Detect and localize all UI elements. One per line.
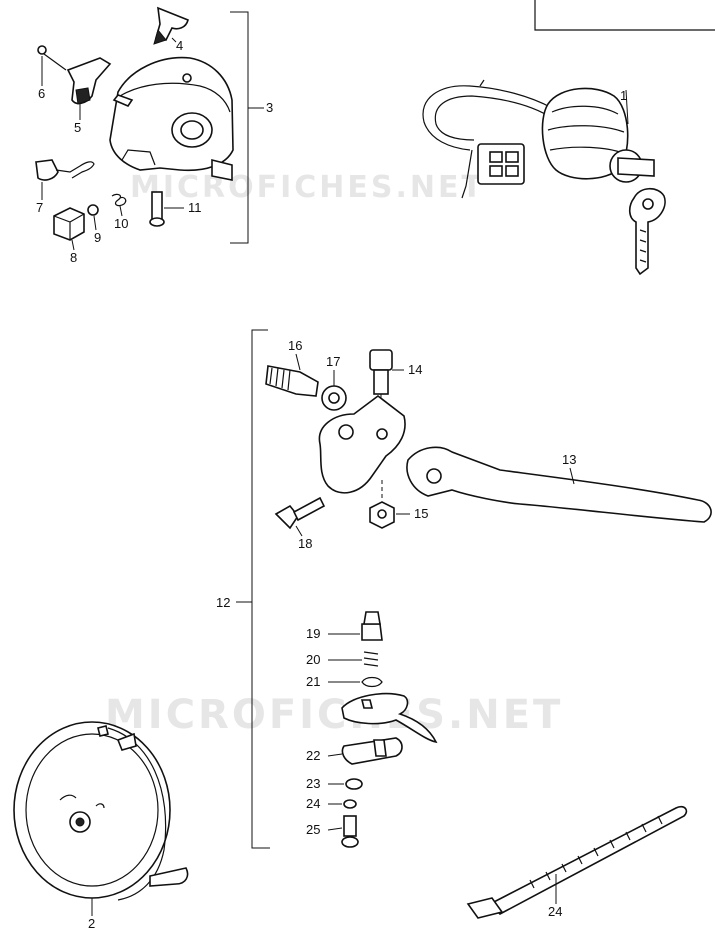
cable-tie-group — [466, 805, 688, 919]
ignition-wire-harness — [422, 85, 553, 151]
callout-7: 7 — [36, 200, 43, 215]
callout-19: 19 — [306, 626, 320, 641]
callout-6: 6 — [38, 86, 45, 101]
part-screw-25 — [343, 815, 357, 837]
part-block-22 — [341, 737, 403, 765]
part-bolt-18 — [274, 504, 299, 530]
ignition-connector — [477, 143, 525, 185]
callout-1: 1 — [620, 88, 627, 103]
handlebar-switch-group — [35, 6, 264, 244]
callout-25: 25 — [306, 822, 320, 837]
title-box-corner — [534, 0, 715, 31]
callout-21: 21 — [306, 674, 320, 689]
part-screw-6 — [37, 45, 47, 55]
part-lever-13 — [406, 446, 712, 523]
part-cable-tie — [488, 805, 688, 915]
watermark-top: MICROFICHES.NET — [130, 170, 485, 205]
bracket-12 — [251, 329, 270, 849]
callout-22: 22 — [306, 748, 320, 763]
callout-17: 17 — [326, 354, 340, 369]
callout-4: 4 — [176, 38, 183, 53]
part-bolt-16 — [265, 365, 319, 397]
callout-10: 10 — [114, 216, 128, 231]
part-bolt-14 — [369, 349, 393, 371]
callout-13: 13 — [562, 452, 576, 467]
callout-15: 15 — [414, 506, 428, 521]
watermark-middle: MICROFICHES.NET — [105, 692, 563, 738]
callout-24b: 24 — [548, 904, 562, 919]
callout-20: 20 — [306, 652, 320, 667]
part-bolt-19 — [361, 623, 383, 641]
part-block-8 — [53, 207, 85, 241]
ignition-switch-group — [422, 79, 666, 276]
part-spring-10 — [111, 193, 127, 207]
callout-12: 12 — [216, 595, 230, 610]
lever-assembly-group — [265, 349, 712, 848]
part-washer-23 — [345, 778, 363, 790]
callout-9: 9 — [94, 230, 101, 245]
callout-8: 8 — [70, 250, 77, 265]
callout-11: 11 — [188, 200, 202, 215]
part-switch-7 — [35, 159, 59, 181]
callout-5: 5 — [74, 120, 81, 135]
part-clip-21 — [361, 676, 383, 688]
callout-16: 16 — [288, 338, 302, 353]
part-nut-9 — [87, 204, 99, 216]
callout-23: 23 — [306, 776, 320, 791]
bracket-3 — [230, 11, 249, 244]
horn-body — [13, 721, 171, 899]
callout-24: 24 — [306, 796, 320, 811]
part-washer-24 — [343, 799, 357, 809]
callout-3: 3 — [266, 100, 273, 115]
callout-14: 14 — [408, 362, 422, 377]
horn-group — [13, 721, 189, 901]
callout-2: 2 — [88, 916, 95, 930]
lever-holder — [318, 394, 406, 494]
ignition-key — [628, 187, 666, 276]
callout-18: 18 — [298, 536, 312, 551]
part-spring-20 — [363, 651, 379, 667]
switch-housing — [109, 56, 234, 172]
